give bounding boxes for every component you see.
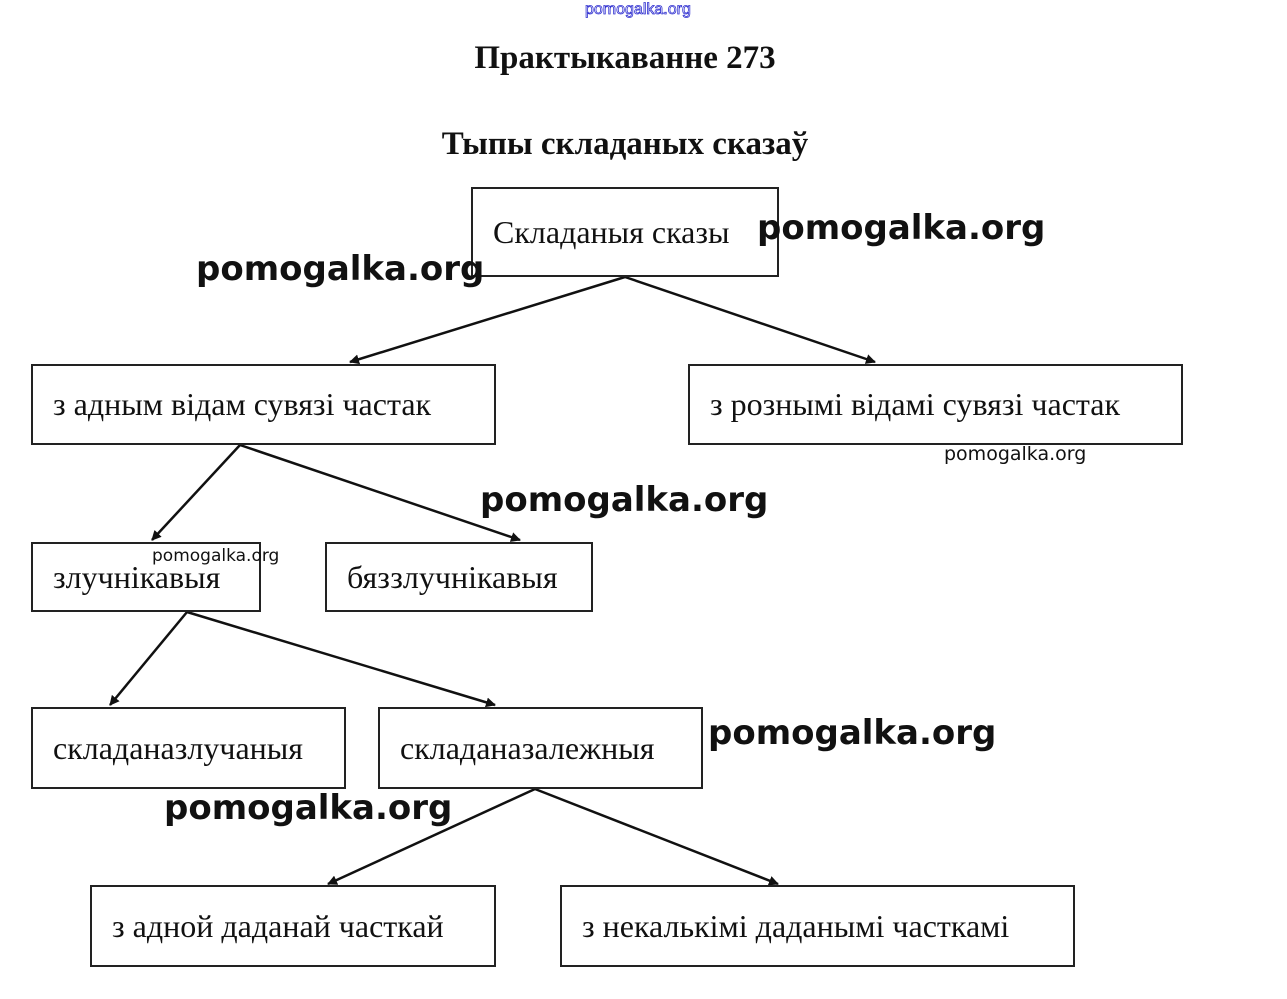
arrow-single-conjunctive — [151, 444, 241, 541]
node-asyndetic: бяззлучнікавыя — [325, 542, 593, 612]
watermark: pomogalka.org — [944, 443, 1087, 465]
arrow-complex-many — [534, 787, 779, 886]
arrow-single-asyndetic — [239, 443, 521, 542]
watermark: pomogalka.org — [757, 208, 1046, 248]
watermark: pomogalka.org — [196, 249, 485, 289]
arrow-complex-one — [327, 787, 536, 886]
node-label: з некалькімі даданымі часткамі — [582, 907, 1010, 944]
watermark: pomogalka.org — [152, 546, 280, 566]
node-label: складаназалежныя — [400, 729, 655, 766]
node-label: Складаныя сказы — [493, 213, 730, 250]
node-conjunctive: злучнікавыя — [31, 542, 261, 612]
arrow-root-multi — [624, 275, 876, 364]
node-one-subordinate: з адной даданай часткай — [90, 885, 496, 967]
node-multi-link: з рознымі відамі сувязі частак — [688, 364, 1183, 445]
node-label: з адной даданай часткай — [112, 907, 444, 944]
node-label: складаназлучаныя — [53, 729, 303, 766]
node-root: Складаныя сказы — [471, 187, 779, 277]
node-label: з адным відам сувязі частак — [53, 386, 432, 422]
node-label: з рознымі відамі сувязі частак — [710, 386, 1121, 422]
node-label: бяззлучнікавыя — [347, 558, 558, 595]
node-single-link: з адным відам сувязі частак — [31, 364, 496, 445]
arrow-conj-compound — [109, 611, 188, 706]
diagram-title: Тыпы складаных сказаў — [441, 126, 809, 162]
watermark-top: pomogalka.org — [585, 1, 692, 19]
arrow-conj-complex — [186, 610, 496, 708]
watermark: pomogalka.org — [708, 713, 997, 753]
page-title: Практыкаванне 273 — [474, 40, 776, 76]
watermark: pomogalka.org — [480, 480, 769, 520]
node-many-subordinate: з некалькімі даданымі часткамі — [560, 885, 1075, 967]
arrow-root-single — [349, 275, 626, 365]
node-compound: складаназлучаныя — [31, 707, 346, 789]
node-complex: складаназалежныя — [378, 707, 703, 789]
watermark: pomogalka.org — [164, 788, 453, 828]
node-label: злучнікавыя — [53, 558, 221, 595]
